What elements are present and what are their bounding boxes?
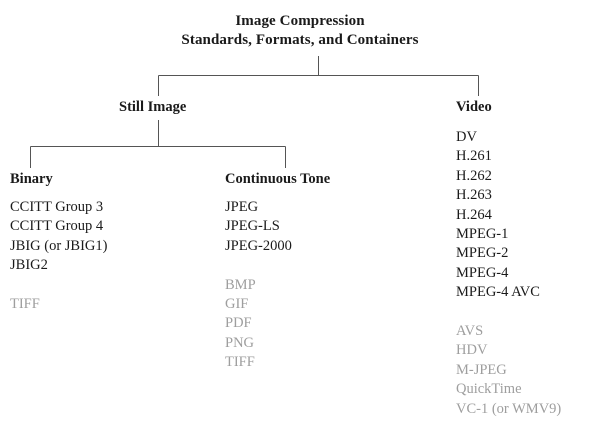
- node-binary: Binary: [10, 171, 53, 187]
- list-item: MPEG-2: [456, 245, 509, 262]
- list-item: CCITT Group 4: [10, 218, 104, 235]
- list-item: JBIG (or JBIG1): [10, 237, 108, 254]
- list-item: H.262: [456, 167, 492, 184]
- node-continuous-tone: Continuous Tone: [225, 171, 331, 187]
- page-title: Image Compression Standards, Formats, an…: [0, 12, 600, 50]
- list-item: H.261: [456, 148, 492, 165]
- node-video: Video: [456, 99, 492, 115]
- list-item: MPEG-4: [456, 264, 509, 281]
- node-still-image: Still Image: [119, 99, 187, 115]
- list-item: JPEG-2000: [225, 237, 292, 254]
- title-line-2: Standards, Formats, and Containers: [181, 32, 419, 48]
- list-item: HDV: [456, 342, 488, 359]
- list-item: JPEG: [225, 199, 259, 215]
- list-item: JBIG2: [10, 257, 48, 274]
- list-item: AVS: [456, 323, 484, 340]
- list-item: MPEG-1: [456, 226, 509, 243]
- column-binary-items: CCITT Group 3 CCITT Group 4 JBIG (or JBIG1…: [10, 198, 107, 314]
- list-item: TIFF: [225, 354, 255, 371]
- list-item: TIFF: [10, 296, 40, 313]
- list-item: H.263: [456, 187, 492, 204]
- list-item: JPEG-LS: [225, 218, 280, 235]
- list-item: DV: [456, 129, 477, 145]
- title-line-1: Image Compression: [235, 13, 365, 29]
- list-item: MPEG-4 AVC: [456, 284, 540, 301]
- list-item: PNG: [225, 334, 255, 351]
- list-item: M-JPEG: [456, 361, 507, 378]
- list-item: VC-1 (or WMV9): [456, 400, 562, 417]
- list-item: QuickTime: [456, 381, 522, 398]
- list-item: PDF: [225, 315, 252, 332]
- list-item: CCITT Group 3: [10, 199, 104, 215]
- list-item: H.264: [456, 206, 492, 223]
- list-item: GIF: [225, 296, 249, 313]
- list-item: BMP: [225, 276, 256, 293]
